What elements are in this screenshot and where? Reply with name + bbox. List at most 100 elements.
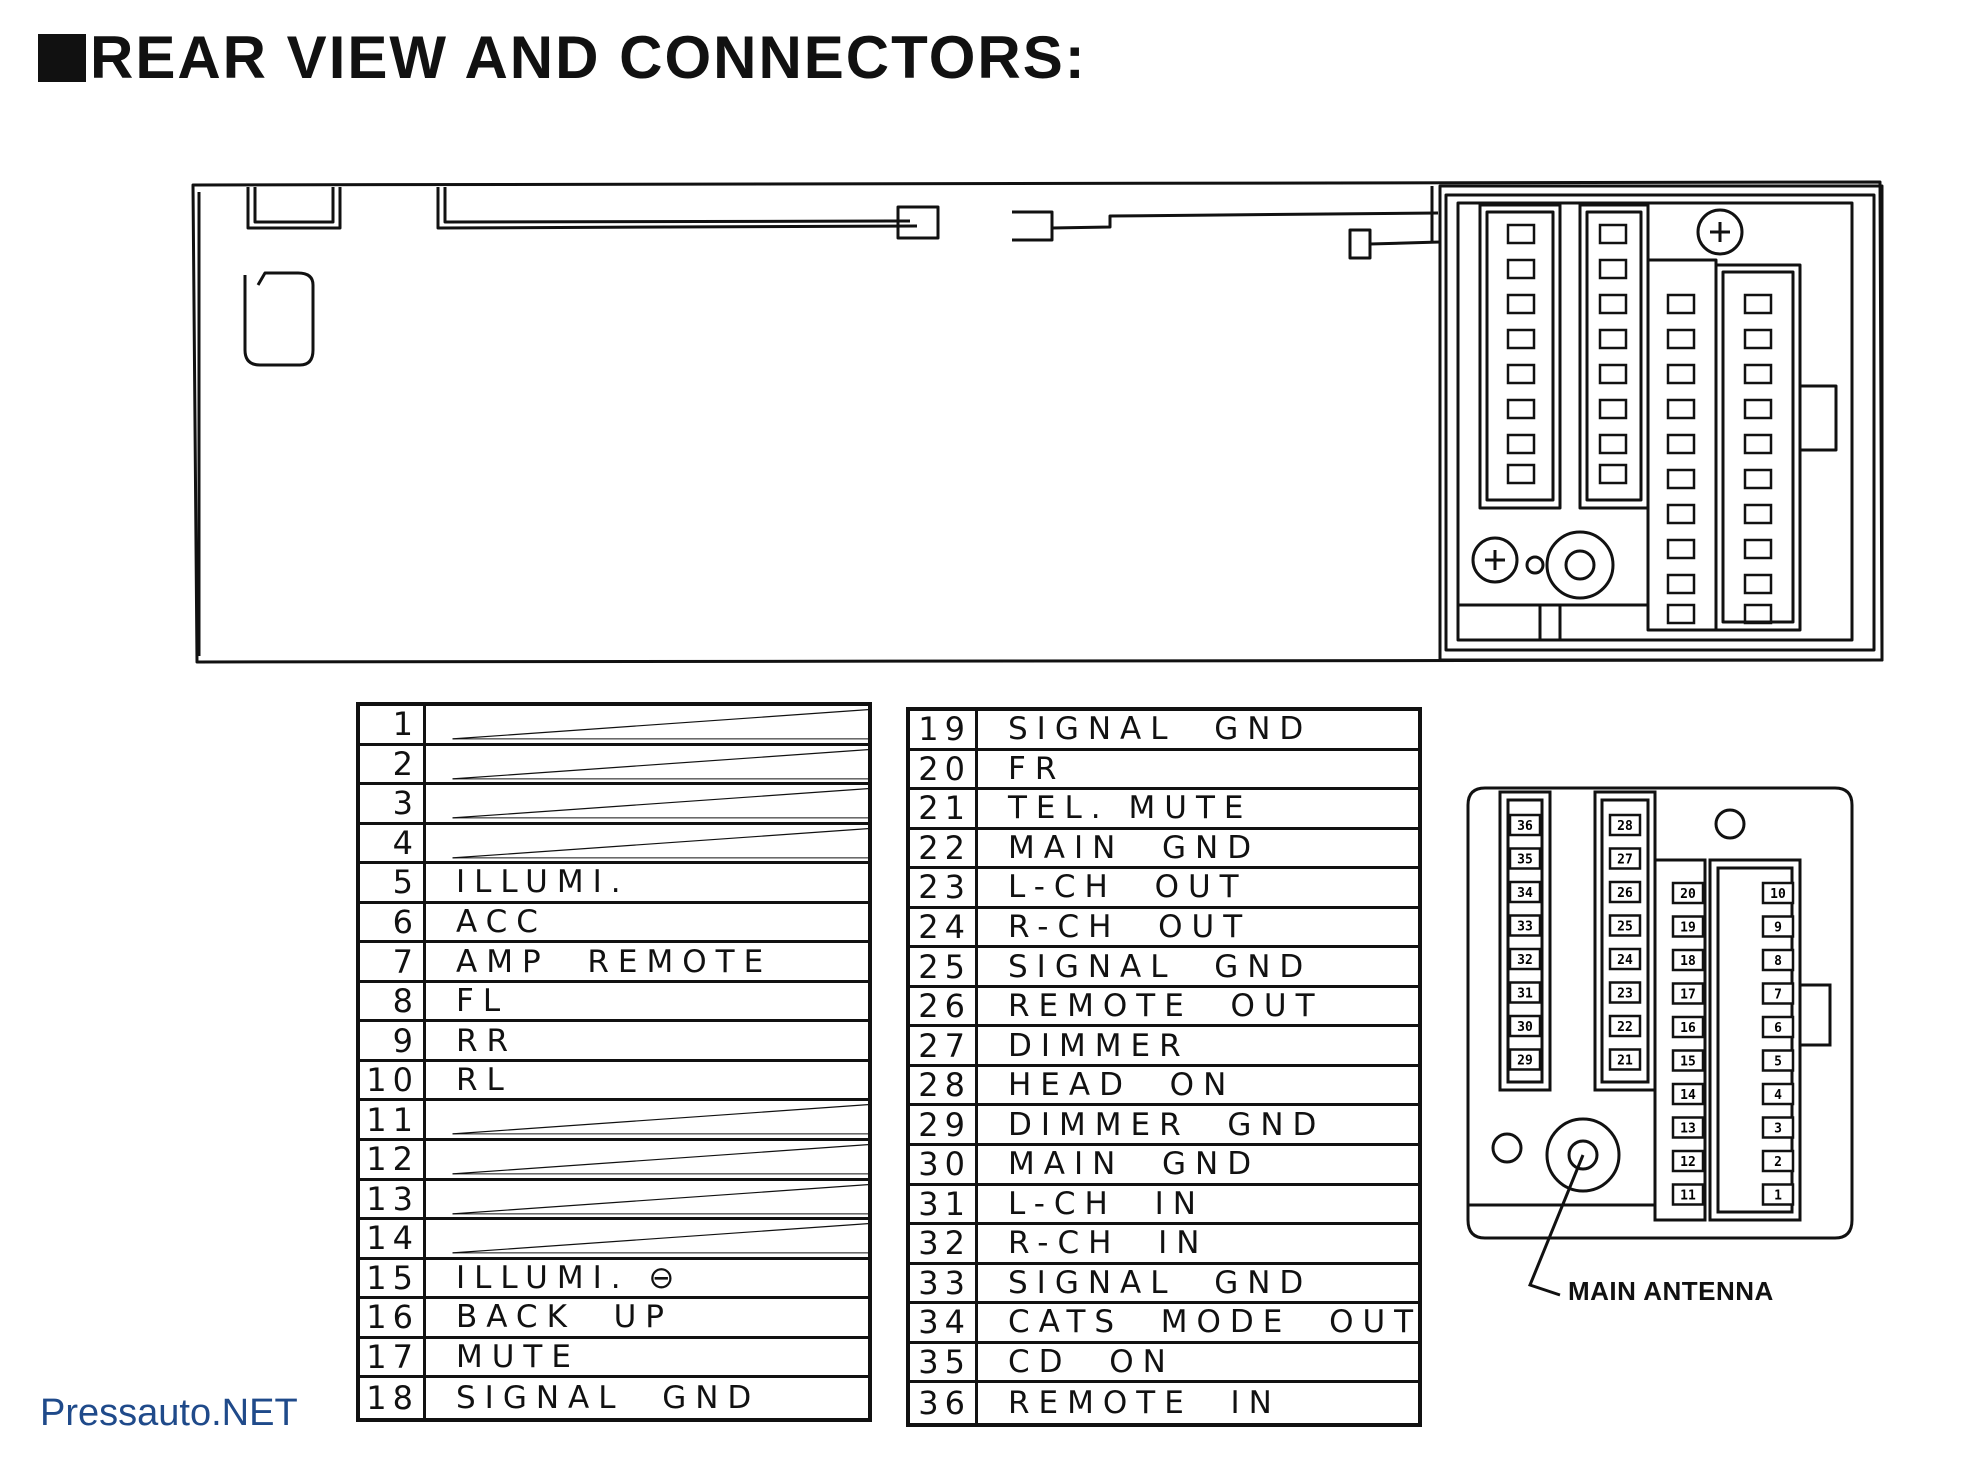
connector-pin-number: 29 xyxy=(1517,1054,1533,1069)
pin-row: 14 xyxy=(360,1219,868,1260)
pin-number: 35 xyxy=(910,1343,978,1381)
pin-function: ILLUMI. xyxy=(456,864,630,901)
pin-row: 2 xyxy=(360,745,868,786)
latch xyxy=(243,271,315,367)
pin-function: L-CH IN xyxy=(1008,1185,1205,1222)
pin-row: 12 xyxy=(360,1140,868,1181)
connector-pin-number: 5 xyxy=(1774,1055,1782,1070)
connector-pin xyxy=(1671,881,1705,905)
unused-pin-mark xyxy=(426,1220,868,1257)
connector-pin xyxy=(1508,813,1542,837)
pin-number: 4 xyxy=(360,824,426,862)
pin-number: 20 xyxy=(910,750,978,788)
connector-pin-number: 17 xyxy=(1680,988,1696,1003)
pin-function: SIGNAL GND xyxy=(456,1380,761,1417)
connector-pin-number: 9 xyxy=(1774,921,1782,936)
connector-pin-number: 2 xyxy=(1774,1155,1782,1170)
connector-pin xyxy=(1761,1116,1795,1139)
pin-function: SIGNAL GND xyxy=(1008,1264,1313,1301)
pin-row: 4 xyxy=(360,824,868,865)
pin-number: 25 xyxy=(910,948,978,986)
connector-pin xyxy=(1671,1116,1705,1139)
pin-number: 32 xyxy=(910,1224,978,1262)
pin-number: 33 xyxy=(910,1264,978,1302)
pin-function: FR xyxy=(1008,750,1066,787)
pin-function: MAIN GND xyxy=(1008,1146,1261,1183)
pin-number: 26 xyxy=(910,987,978,1025)
pin-function: R-CH IN xyxy=(1008,1225,1209,1262)
pin-function: HEAD ON xyxy=(1008,1067,1236,1104)
connector-pin-number: 14 xyxy=(1680,1088,1696,1103)
connector-pin-number: 15 xyxy=(1680,1055,1696,1070)
connector-pin-number: 30 xyxy=(1517,1020,1533,1035)
main-antenna-label: MAIN ANTENNA xyxy=(1568,1276,1774,1306)
pin-number: 22 xyxy=(910,829,978,867)
connector-pin xyxy=(1608,1048,1642,1071)
pin-row: 11 xyxy=(360,1101,868,1142)
connector-pin xyxy=(1761,1149,1795,1173)
pin-number: 6 xyxy=(360,903,426,941)
connector-pin xyxy=(1508,914,1542,937)
connector-pin xyxy=(1761,1082,1795,1106)
connector-pin-number: 22 xyxy=(1617,1020,1633,1035)
unused-pin-mark xyxy=(426,706,868,743)
connector-pin-number: 18 xyxy=(1680,954,1696,969)
pin-row: 32 R-CH IN xyxy=(910,1224,1418,1265)
pin-number: 24 xyxy=(910,908,978,946)
pin-function: ILLUMI. ⊖ xyxy=(456,1259,684,1296)
connector-pin xyxy=(1671,982,1705,1005)
pin-number: 10 xyxy=(360,1061,426,1099)
connector-pin xyxy=(1761,982,1795,1005)
unused-pin-mark xyxy=(426,785,868,822)
connector-pin-number: 31 xyxy=(1517,987,1533,1002)
pin-number: 27 xyxy=(910,1027,978,1065)
connector-pin xyxy=(1671,948,1705,972)
pin-row: 10 RL xyxy=(360,1061,868,1102)
pin-function: BACK UP xyxy=(456,1299,673,1336)
pin-function: MAIN GND xyxy=(1008,829,1261,866)
pin-number: 9 xyxy=(360,1022,426,1060)
pin-number: 21 xyxy=(910,789,978,827)
connector-pin xyxy=(1671,915,1705,938)
pin-function: REMOTE IN xyxy=(1008,1385,1281,1422)
pin-function: RL xyxy=(456,1062,513,1099)
connector-pin xyxy=(1761,881,1795,905)
pin-function: L-CH OUT xyxy=(1008,869,1248,906)
connector-pin xyxy=(1608,947,1642,971)
connector-pin-number: 33 xyxy=(1517,920,1533,935)
pin-number: 31 xyxy=(910,1185,978,1223)
screw-icon xyxy=(1471,536,1519,584)
connector-pin xyxy=(1608,847,1642,870)
connector-pin-number: 36 xyxy=(1517,819,1533,834)
pin-function: SIGNAL GND xyxy=(1008,948,1313,985)
connector-pin xyxy=(1508,847,1542,870)
connector-pin-number: 3 xyxy=(1774,1122,1782,1137)
connector-pin-number: 26 xyxy=(1617,886,1633,901)
pin-function: CATS MODE OUT xyxy=(1008,1304,1418,1341)
pin-number: 8 xyxy=(360,982,426,1020)
screw-icon xyxy=(1696,208,1744,256)
connector-pin xyxy=(1671,1183,1705,1206)
connector-pin-number: 1 xyxy=(1774,1189,1782,1204)
connector-pin-number: 4 xyxy=(1774,1088,1782,1103)
connector-pin xyxy=(1761,1015,1795,1039)
pin-function xyxy=(426,706,868,743)
pin-row: 31 L-CH IN xyxy=(910,1185,1418,1226)
connector-pin-number: 7 xyxy=(1774,988,1782,1003)
connector-pin-number: 16 xyxy=(1680,1021,1696,1036)
pin-number: 16 xyxy=(360,1298,426,1336)
watermark: Pressauto.NET xyxy=(40,1392,298,1434)
pin-function xyxy=(426,1101,868,1138)
